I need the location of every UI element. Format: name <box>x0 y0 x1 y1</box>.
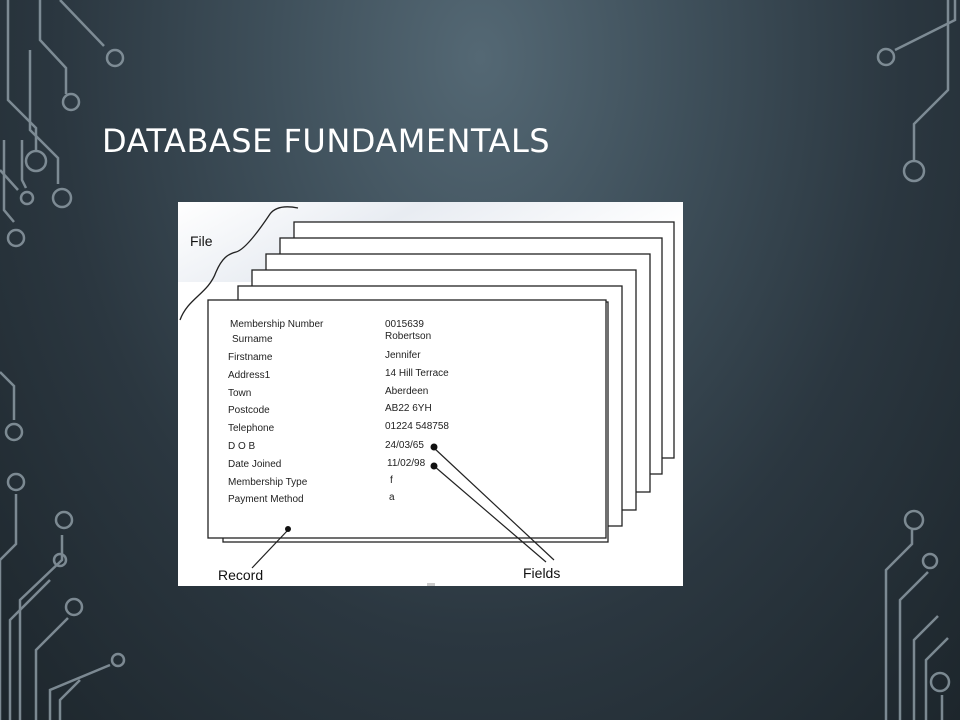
field-value: 0015639 <box>385 319 424 330</box>
field-value: a <box>389 492 395 503</box>
field-value: Robertson <box>385 331 432 342</box>
field-value: f <box>390 475 393 486</box>
field-name: Address1 <box>228 370 271 381</box>
field-value: 11/02/98 <box>387 458 426 469</box>
field-value: 14 Hill Terrace <box>385 368 449 379</box>
field-value: Jennifer <box>385 350 421 361</box>
database-diagram: File Record Fields Membership Number 001… <box>178 202 683 586</box>
field-value: AB22 6YH <box>385 403 432 414</box>
fields-pointer-dot-1 <box>430 443 438 451</box>
fields-pointer-line-1 <box>433 447 555 561</box>
field-name: Membership Type <box>228 477 308 488</box>
record-pointer-line <box>251 529 289 569</box>
field-name: Membership Number <box>230 319 324 330</box>
field-name: Telephone <box>228 423 275 434</box>
slide-title: DATABASE FUNDAMENTALS <box>102 122 551 160</box>
field-value: 01224 548758 <box>385 421 449 432</box>
record-label: Record <box>218 567 264 583</box>
record-stack <box>178 202 683 586</box>
field-name: D O B <box>228 441 256 452</box>
field-value: Aberdeen <box>385 386 429 397</box>
fields-label: Fields <box>523 565 561 581</box>
fields-pointer-line-2 <box>433 465 547 563</box>
field-name: Postcode <box>228 405 270 416</box>
field-name: Date Joined <box>228 459 282 470</box>
file-brace <box>179 206 299 321</box>
field-name: Firstname <box>228 352 273 363</box>
record-sheet-front <box>207 299 607 539</box>
fields-pointer-dot-2 <box>430 462 438 470</box>
field-name: Town <box>228 388 252 399</box>
field-value: 24/03/65 <box>385 440 424 451</box>
file-label: File <box>190 233 213 249</box>
field-name: Surname <box>232 334 273 345</box>
record-pointer-dot <box>285 526 291 532</box>
field-name: Payment Method <box>228 494 304 505</box>
